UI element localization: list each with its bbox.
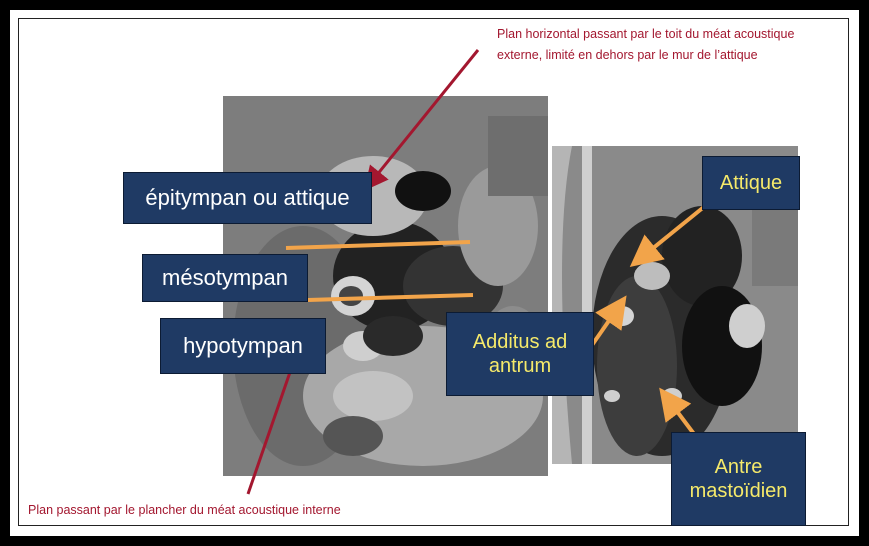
bottom-annotation: Plan passant par le plancher du méat aco… <box>28 500 448 521</box>
label-additus-line-1: Additus ad <box>473 330 568 354</box>
top-annotation: Plan horizontal passant par le toit du m… <box>497 24 867 67</box>
label-attique-text: Attique <box>720 171 782 195</box>
label-mesotympan: mésotympan <box>142 254 308 302</box>
label-epitympan-text: épitympan ou attique <box>145 185 349 211</box>
label-antre-mastoidien: Antre mastoïdien <box>671 432 806 526</box>
label-epitympan: épitympan ou attique <box>123 172 372 224</box>
label-hypotympan-text: hypotympan <box>183 333 303 359</box>
label-antre-line-1: Antre <box>715 455 763 479</box>
label-hypotympan: hypotympan <box>160 318 326 374</box>
label-additus-ad-antrum: Additus ad antrum <box>446 312 594 396</box>
label-mesotympan-text: mésotympan <box>162 265 288 291</box>
figure-frame: Plan horizontal passant par le toit du m… <box>10 10 859 536</box>
label-additus-line-2: antrum <box>489 354 551 378</box>
label-antre-line-2: mastoïdien <box>690 479 788 503</box>
top-annotation-line-2: externe, limité en dehors par le mur de … <box>497 45 867 66</box>
top-annotation-line-1: Plan horizontal passant par le toit du m… <box>497 24 867 45</box>
label-attique: Attique <box>702 156 800 210</box>
